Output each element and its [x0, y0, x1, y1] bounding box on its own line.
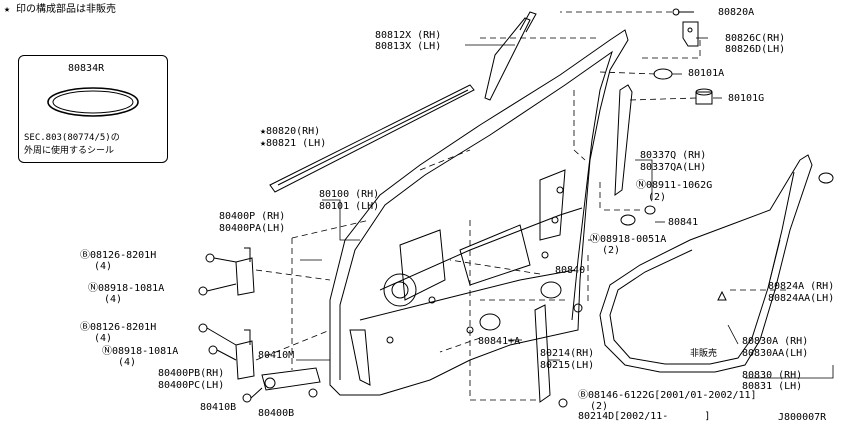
label-80400pc: 80400PC(LH) [158, 380, 225, 391]
inset-line1: SEC.803(80774/5)の [24, 133, 120, 143]
label-80840: 80840 [555, 265, 586, 276]
label-80337qa: 80337QA(LH) [640, 162, 707, 173]
label-80824aa: 80824AA(LH) [768, 293, 835, 304]
label-80841a: 80841+A [478, 336, 521, 347]
label-08918-lower-qty: (4) [118, 357, 137, 368]
label-80831: 80831 (LH) [742, 381, 803, 392]
label-08911-qty: (2) [648, 192, 667, 203]
label-80101g: 80101G [728, 93, 765, 104]
label-80821: ★80821 (LH) [260, 138, 327, 149]
sash-80337q [614, 84, 633, 197]
label-80214d: 80214D[2002/11- ] [578, 411, 711, 422]
label-80337q: 80337Q (RH) [640, 150, 707, 161]
label-80824a: 80824A (RH) [768, 281, 835, 292]
label-08918-0051a-qty: (2) [602, 245, 621, 256]
label-80101: 80101 (LH) [319, 201, 380, 212]
diagram-code: J800007R [778, 412, 827, 423]
label-80410m: 80410M [258, 350, 295, 361]
inset-part-label: 80834R [68, 63, 105, 74]
label-hanbai: 非販売 [690, 349, 718, 359]
weatherstrip-80830 [599, 154, 813, 373]
seal-ring-80834r [47, 87, 139, 117]
label-80101a: 80101A [688, 68, 725, 79]
label-08918-lower: Ⓝ08918-1081A [102, 346, 179, 357]
label-80813x: 80813X (LH) [375, 41, 442, 52]
label-80826d: 80826D(LH) [725, 44, 786, 55]
label-80820a: 80820A [718, 7, 755, 18]
header-note: ★ 印の構成部品は非販売 [4, 4, 117, 15]
label-08146-qty: (2) [590, 401, 609, 412]
label-80400p: 80400P (RH) [219, 211, 286, 222]
door-outline [329, 29, 629, 396]
molding-80812x [484, 17, 531, 101]
check-link [261, 367, 321, 391]
label-80841: 80841 [668, 217, 699, 228]
label-08146: Ⓑ08146-6122G[2001/01-2002/11] [578, 390, 757, 401]
label-08126-lower-qty: (4) [94, 333, 113, 344]
label-80830a: 80830A (RH) [742, 336, 809, 347]
hinge-lower [235, 340, 255, 380]
hinge-upper [235, 257, 255, 296]
label-08918-upper: Ⓝ08918-1081A [88, 283, 165, 294]
label-80830: 80830 (RH) [742, 370, 803, 381]
label-80100: 80100 (RH) [319, 189, 380, 200]
label-08126-upper: Ⓑ08126-8201H [80, 250, 157, 261]
sash-80214 [534, 304, 551, 403]
label-08918-0051a: Ⓝ08918-0051A [590, 234, 667, 245]
label-08911: Ⓝ08911-1062G [636, 180, 713, 191]
label-80826c: 80826C(RH) [725, 33, 786, 44]
label-80830aa: 80830AA(LH) [742, 348, 809, 359]
label-80400b: 80400B [258, 408, 295, 419]
molding-80820 [269, 84, 475, 193]
label-80214: 80214(RH) [540, 348, 595, 359]
label-80820: ★80820(RH) [260, 126, 321, 137]
inset-line2: 外周に使用するシール [24, 146, 115, 156]
bracket-80826c [682, 21, 699, 47]
label-08126-upper-qty: (4) [94, 261, 113, 272]
label-80812x: 80812X (RH) [375, 30, 442, 41]
label-08918-upper-qty: (4) [104, 294, 123, 305]
label-80400pa: 80400PA(LH) [219, 223, 286, 234]
label-80410b: 80410B [200, 402, 237, 413]
label-80400pb: 80400PB(RH) [158, 368, 225, 379]
label-08126-lower: Ⓑ08126-8201H [80, 322, 157, 333]
inset-box [18, 55, 168, 163]
label-80215: 80215(LH) [540, 360, 595, 371]
